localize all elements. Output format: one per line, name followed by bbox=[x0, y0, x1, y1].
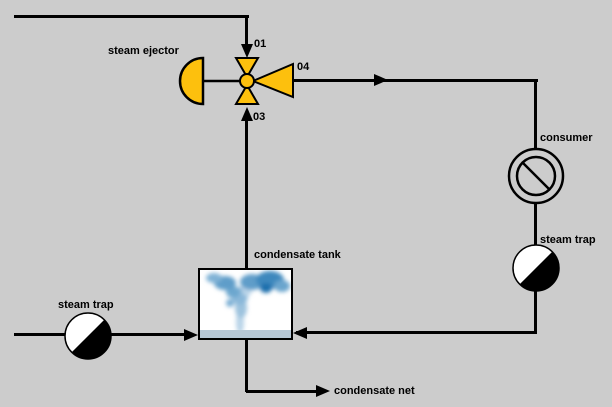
ejector-nozzle-icon bbox=[178, 56, 205, 106]
condensate-tank-label: condensate tank bbox=[254, 249, 341, 261]
steam-ejector-symbol[interactable] bbox=[178, 56, 308, 108]
valve-center-icon bbox=[239, 73, 255, 89]
pipe-steam-supply-vertical bbox=[245, 15, 248, 46]
steam-trap-right-symbol[interactable] bbox=[511, 243, 561, 293]
pipe-condensate-net bbox=[246, 390, 316, 393]
pipe-ejector-outlet bbox=[293, 79, 538, 82]
consumer-label: consumer bbox=[540, 132, 593, 144]
flow-arrow-net-icon bbox=[316, 385, 330, 397]
steam-ejector-label: steam ejector bbox=[108, 45, 179, 57]
valve-port-04-label: 04 bbox=[297, 61, 310, 73]
valve-port-03-label: 03 bbox=[253, 111, 266, 123]
pipe-trap-down bbox=[534, 290, 537, 334]
tank-water-strip bbox=[200, 330, 291, 338]
condensate-tank-image bbox=[200, 271, 291, 338]
valve-cone-top-icon bbox=[234, 57, 260, 79]
valve-cone-bottom-icon bbox=[234, 83, 260, 105]
valve-port-01-label: 01 bbox=[254, 38, 267, 50]
flow-arrow-up-icon bbox=[241, 107, 253, 121]
steam-trap-left-symbol[interactable] bbox=[63, 311, 113, 361]
pipe-consumer-to-trap bbox=[534, 204, 537, 246]
condensate-tank[interactable] bbox=[198, 268, 293, 340]
consumer-symbol[interactable] bbox=[505, 145, 567, 207]
flow-arrow-feed-icon bbox=[184, 329, 198, 341]
steam-trap-left-label: steam trap bbox=[58, 299, 114, 311]
pipe-steam-supply-horizontal bbox=[14, 15, 249, 18]
valve-cone-right-icon bbox=[250, 62, 294, 99]
pipe-return-to-tank bbox=[296, 331, 537, 334]
pipe-tank-drain bbox=[245, 340, 248, 392]
pipe-tank-to-ejector bbox=[245, 118, 248, 268]
condensate-net-label: condensate net bbox=[334, 385, 415, 397]
flow-arrow-into-tank-icon bbox=[293, 327, 307, 339]
flow-arrow-right-icon bbox=[374, 74, 388, 86]
pipe-to-consumer bbox=[534, 79, 537, 149]
flow-arrow-down-icon bbox=[241, 44, 253, 58]
steam-trap-right-label: steam trap bbox=[540, 234, 596, 246]
